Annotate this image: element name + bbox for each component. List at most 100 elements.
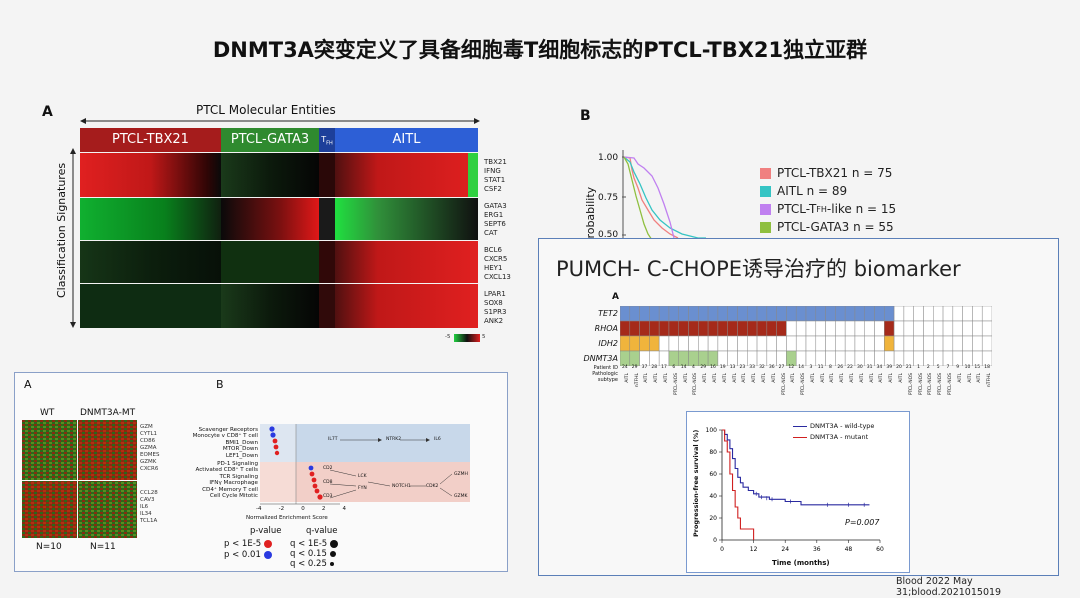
pathway-label: LEF1_Down: [225, 452, 258, 459]
patient-id: 1: [917, 365, 920, 370]
oncoprint-cell: [962, 306, 973, 322]
patient-id: 36: [768, 365, 775, 370]
qvalue-item: q < 1E-5: [290, 539, 338, 549]
pvalue-item: p < 1E-5: [224, 539, 272, 550]
gene-label: GATA3: [484, 202, 507, 210]
km-xtick-label: 0: [720, 546, 724, 553]
oncoprint-cell: [678, 335, 689, 352]
small-dot-icon: [329, 561, 334, 566]
group-bar-gata3: PTCL-GATA3: [221, 128, 319, 152]
km-legend-label: DNMT3A - wild-type: [810, 422, 875, 430]
color-scale-bar: [454, 334, 480, 342]
oncoprint-cell: [981, 306, 992, 322]
km-wildtype-curve: [722, 429, 870, 506]
patient-id: 18: [984, 365, 990, 370]
oncoprint-cell: [874, 335, 885, 352]
n-mt: N=11: [90, 542, 116, 552]
network-bottom-bg: [296, 462, 470, 502]
oncoprint-cell: [747, 335, 758, 352]
pathway-label: MTOR_Down: [222, 446, 258, 453]
km-ytick-100: 1.00: [598, 153, 619, 163]
group-bar-aitl: AITL: [335, 128, 478, 152]
oncoprint-cell: [884, 306, 895, 322]
qvalue-label: q < 0.25: [290, 559, 327, 569]
oncoprint-cell: [942, 306, 954, 322]
pathologic-subtype: AITL: [654, 373, 660, 383]
oncoprint-cell: [707, 306, 719, 322]
pathway-label: Cell Cycle Mitotic: [209, 493, 258, 500]
pumch-title: PUMCH- C-CHOPE诱导治疗的 biomarker: [556, 257, 961, 281]
oncoprint-cell: [658, 350, 670, 366]
oncoprint-cell: [737, 320, 748, 337]
oncoprint-cell: [942, 335, 954, 352]
oncoprint-cell: [864, 306, 875, 322]
gene-label: IL34: [140, 511, 152, 517]
km-legend-item: DNMT3A - wild-type: [793, 421, 874, 432]
oncoprint-cell: [707, 350, 719, 366]
oncoprint-cell: [717, 306, 728, 322]
tfh-sub: FH: [326, 140, 333, 147]
oncoprint-cell: [972, 306, 983, 322]
oncoprint-cell: [658, 335, 670, 352]
patient-id-label: Patient ID: [593, 365, 618, 371]
patient-id: 16: [710, 365, 716, 370]
patient-id: 30: [856, 365, 863, 370]
patient-id: 29: [631, 365, 638, 370]
oncoprint-cell: [698, 320, 709, 337]
pathologic-subtype: PTCL-NOS: [947, 373, 953, 396]
oncoprint-cell: [913, 320, 924, 337]
patient-id: 9: [956, 365, 960, 370]
oncoprint-cell: [933, 320, 944, 337]
nes-xticks: -4 -2 0 2 4: [256, 506, 346, 512]
pathologic-subtype: AITL: [879, 373, 885, 383]
km-xtick-label: 12: [750, 546, 758, 553]
gene-label: HEY1: [484, 264, 503, 272]
nes-dot: [309, 471, 315, 477]
km-pvalue: P=0.007: [845, 518, 880, 527]
legend-item: AITL n = 89: [760, 182, 896, 200]
gene-label: CXCL13: [484, 273, 511, 281]
patient-id: 37: [641, 365, 648, 370]
pvalue-legend: p < 1E-5 p < 0.01: [224, 539, 272, 561]
heatmap-ylabel: Classification Signatures: [55, 162, 68, 298]
net-node: CD8: [323, 480, 333, 485]
km-ytick-label: 60: [709, 471, 717, 478]
nes-dot: [270, 432, 276, 438]
net-node: CDK2: [426, 484, 439, 489]
oncoprint-cell: [727, 350, 738, 366]
oncoprint-cell: [678, 306, 689, 322]
heatmap-header: PTCL Molecular Entities: [196, 103, 336, 117]
km-curves-top: [622, 150, 706, 240]
gene-label: CSF2: [484, 185, 502, 193]
pathologic-subtype: AITL: [810, 373, 816, 383]
oncoprint-cell: [649, 320, 660, 337]
oncoprint-cell: [952, 335, 963, 352]
oncoprint-cell: [913, 335, 924, 352]
pathologic-subtype: AITL: [869, 373, 875, 383]
pvalue-label: p < 0.01: [224, 550, 261, 560]
oncoprint-cell: [933, 306, 944, 322]
oncoprint-cell: [688, 350, 699, 366]
oncoprint-cell: [688, 306, 699, 322]
oncoprint-cell: [933, 335, 944, 352]
gene-label: ANK2: [484, 317, 504, 325]
patient-id: 6: [672, 365, 676, 370]
pathway-label: Activated CD8⁺ T cells: [195, 467, 259, 474]
blue-dot-icon: [263, 550, 272, 559]
oncoprint-cell: [766, 335, 777, 352]
pathologic-subtype: PTCL-NOS: [928, 373, 934, 396]
pathologic-subtype: AITL: [889, 373, 895, 383]
tfh-label: T: [321, 135, 327, 144]
gene-list-top: GZM CYTL1 CD86 GZMA EOMES GZMK CXCR6: [140, 424, 160, 473]
nes-dot: [308, 465, 314, 471]
oncoprint-cell: [717, 350, 728, 366]
ylabel-arrow: [70, 148, 76, 328]
patient-id: 33: [749, 365, 755, 370]
oncoprint-cell: [923, 306, 934, 322]
oncoprint-cell: [903, 306, 914, 322]
oncoprint-cell: [903, 350, 914, 366]
oncoprint-cell: [825, 320, 836, 337]
enrichment-plot: [260, 424, 453, 505]
oncoprint-cell: [923, 320, 934, 337]
